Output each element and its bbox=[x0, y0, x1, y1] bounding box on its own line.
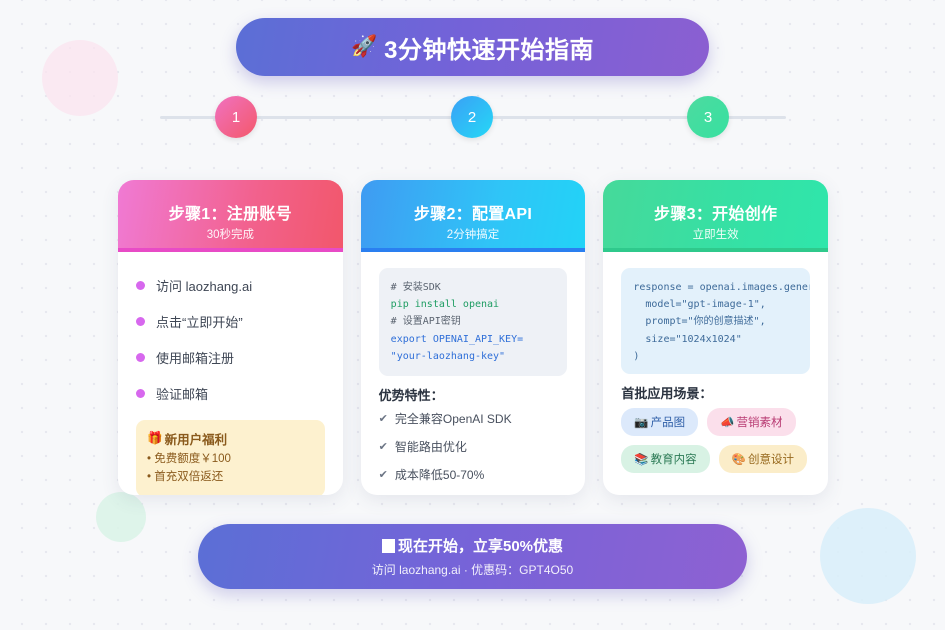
code-block-generate[interactable]: response = openai.images.generate( model… bbox=[621, 268, 811, 374]
code-line: export OPENAI_API_KEY= bbox=[390, 333, 524, 345]
check-icon: ✔ bbox=[378, 440, 388, 453]
list-item: ✔ 智能路由优化 bbox=[379, 438, 568, 455]
list-item: ✔ 24/7技术支持 bbox=[379, 494, 568, 495]
card-body-2: # 安装SDK pip install openai # 设置API密钥 exp… bbox=[361, 252, 586, 495]
card-header-1: 步骤1：注册账号 30秒完成 bbox=[118, 180, 343, 252]
card-accent-bar-1 bbox=[118, 248, 343, 252]
check-icon: ✔ bbox=[378, 412, 388, 425]
code-line: prompt="你的创意描述", bbox=[633, 316, 766, 328]
header-banner: 🚀 3分钟快速开始指南 bbox=[236, 18, 709, 76]
step-card-register[interactable]: 步骤1：注册账号 30秒完成 访问 laozhang.ai 点击“立即开始” bbox=[118, 180, 343, 495]
register-step-list: 访问 laozhang.ai 点击“立即开始” 使用邮箱注册 验证邮箱 bbox=[136, 276, 325, 403]
scene-tag-grid: 📷 产品图 📣 营销素材 📚 教育内容 🎨 创意设计 bbox=[621, 408, 810, 473]
scene-tag-product-image[interactable]: 📷 产品图 bbox=[621, 408, 699, 436]
progress-rail: 1 2 3 bbox=[160, 96, 786, 138]
card-accent-bar-3 bbox=[603, 248, 829, 252]
gift-icon: 🎁 bbox=[147, 431, 163, 445]
bullet-dot-icon bbox=[136, 281, 145, 290]
step-card-configure-api[interactable]: 步骤2：配置API 2分钟搞定 # 安装SDK pip install open… bbox=[360, 180, 586, 495]
check-icon: ✔ bbox=[378, 468, 388, 481]
features-heading: 优势特性： bbox=[378, 387, 444, 403]
scene-tag-label: 创意设计 bbox=[748, 454, 794, 466]
list-item-label: 使用邮箱注册 bbox=[156, 351, 235, 366]
list-item-label: 点击“立即开始” bbox=[156, 315, 243, 330]
list-item-label: 成本降低50-70% bbox=[394, 467, 485, 482]
list-item: ✔ 完全兼容OpenAI SDK bbox=[379, 410, 568, 427]
code-block-install[interactable]: # 安装SDK pip install openai # 设置API密钥 exp… bbox=[378, 268, 568, 376]
code-line: "your-laozhang-key" bbox=[390, 350, 506, 362]
megaphone-icon: 📣 bbox=[720, 417, 735, 429]
step-cards: 步骤1：注册账号 30秒完成 访问 laozhang.ai 点击“立即开始” bbox=[118, 180, 829, 495]
benefit-item: 免费额度￥100 bbox=[147, 451, 314, 469]
list-item-label: 完全兼容OpenAI SDK bbox=[394, 411, 512, 426]
page-title: 3分钟快速开始指南 bbox=[384, 36, 594, 64]
list-item: 点击“立即开始” bbox=[136, 312, 325, 331]
list-item-label: 访问 laozhang.ai bbox=[156, 279, 253, 294]
card-title-3: 步骤3：开始创作 bbox=[654, 206, 778, 223]
cta-banner[interactable]: 现在开始，立享50%优惠 访问 laozhang.ai · 优惠码：GPT4O5… bbox=[198, 524, 747, 589]
missing-glyph-icon bbox=[381, 538, 395, 553]
benefit-title-label: 新用户福利 bbox=[164, 433, 228, 447]
step-indicator-1[interactable]: 1 bbox=[215, 96, 257, 138]
list-item: 访问 laozhang.ai bbox=[136, 276, 325, 295]
list-item-label: 验证邮箱 bbox=[156, 387, 209, 402]
card-body-3: response = openai.images.generate( model… bbox=[603, 252, 828, 473]
camera-icon: 📷 bbox=[634, 417, 649, 429]
card-header-2: 步骤2：配置API 2分钟搞定 bbox=[360, 180, 586, 252]
card-title-2: 步骤2：配置API bbox=[413, 206, 533, 223]
card-body-1: 访问 laozhang.ai 点击“立即开始” 使用邮箱注册 验证邮箱 bbox=[118, 252, 343, 495]
rocket-icon: 🚀 bbox=[350, 34, 378, 58]
code-line: size="1024x1024" bbox=[633, 333, 742, 345]
benefit-title: 🎁 新用户福利 bbox=[147, 429, 314, 448]
scene-tag-label: 教育内容 bbox=[650, 454, 697, 466]
feature-list: ✔ 完全兼容OpenAI SDK ✔ 智能路由优化 ✔ 成本降低50-70% ✔… bbox=[379, 410, 568, 495]
new-user-benefit-box: 🎁 新用户福利 免费额度￥100 首充双倍返还 bbox=[136, 420, 325, 495]
scene-tag-label: 营销素材 bbox=[736, 417, 783, 429]
books-icon: 📚 bbox=[634, 454, 649, 466]
code-line: # 设置API密钥 bbox=[390, 316, 461, 328]
card-subtitle-1: 30秒完成 bbox=[206, 229, 254, 241]
step-card-create[interactable]: 步骤3：开始创作 立即生效 response = openai.images.g… bbox=[603, 180, 829, 495]
code-line: model="gpt-image-1", bbox=[633, 299, 766, 311]
list-item: 使用邮箱注册 bbox=[136, 348, 325, 367]
card-accent-bar-2 bbox=[360, 248, 586, 252]
list-item-label: 24/7技术支持 bbox=[395, 494, 466, 495]
palette-icon: 🎨 bbox=[731, 454, 746, 466]
code-line: ) bbox=[633, 350, 640, 362]
code-line: response = openai.images.generate( bbox=[633, 282, 810, 293]
card-subtitle-3: 立即生效 bbox=[692, 229, 739, 241]
list-item: ✔ 成本降低50-70% bbox=[379, 466, 568, 483]
step-indicator-2[interactable]: 2 bbox=[451, 96, 493, 138]
cta-sub-label: 访问 laozhang.ai · 优惠码：GPT4O50 bbox=[371, 563, 574, 577]
scene-tag-education[interactable]: 📚 教育内容 bbox=[621, 445, 710, 473]
code-line: pip install openai bbox=[390, 299, 500, 311]
scenes-heading: 首批应用场景： bbox=[621, 386, 713, 401]
bullet-dot-icon bbox=[136, 317, 145, 326]
scene-tag-creative-design[interactable]: 🎨 创意设计 bbox=[718, 445, 807, 473]
step-indicator-3[interactable]: 3 bbox=[687, 96, 729, 138]
card-header-3: 步骤3：开始创作 立即生效 bbox=[603, 180, 829, 252]
cta-main-row: 现在开始，立享50%优惠 bbox=[381, 535, 564, 556]
benefit-item: 首充双倍返还 bbox=[147, 469, 314, 487]
scene-tag-label: 产品图 bbox=[650, 417, 686, 429]
card-subtitle-2: 2分钟搞定 bbox=[446, 229, 500, 241]
code-line: # 安装SDK bbox=[390, 282, 441, 293]
scene-tag-marketing[interactable]: 📣 营销素材 bbox=[707, 408, 796, 436]
card-title-1: 步骤1：注册账号 bbox=[168, 206, 292, 223]
bullet-dot-icon bbox=[136, 389, 145, 398]
bullet-dot-icon bbox=[136, 353, 145, 362]
cta-main-label: 现在开始，立享50%优惠 bbox=[397, 538, 564, 555]
list-item-label: 智能路由优化 bbox=[394, 439, 467, 454]
list-item: 验证邮箱 bbox=[136, 384, 325, 403]
